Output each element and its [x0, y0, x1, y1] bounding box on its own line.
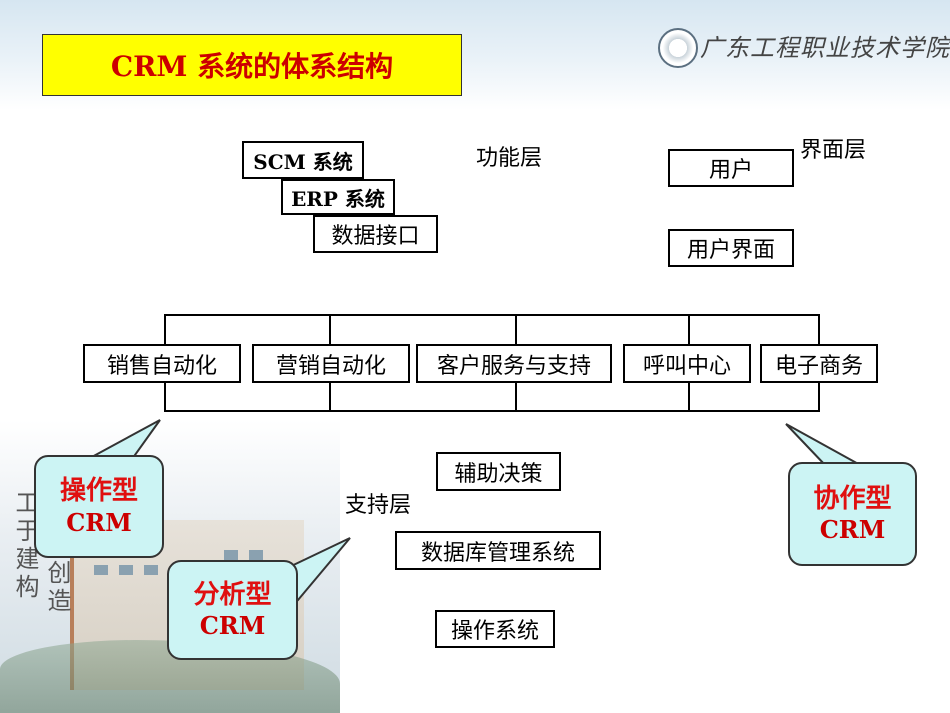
data-interface-box: 数据接口 — [313, 215, 438, 253]
user-interface-box: 用户界面 — [668, 229, 794, 267]
collaborative-callout-tail — [785, 423, 863, 467]
erp-system-box: ERP 系统 — [281, 179, 395, 215]
analytical-type-label: 分析型 — [193, 579, 272, 610]
operational-type-label: 操作型 — [59, 476, 138, 507]
scm-system-box: SCM 系统 — [242, 141, 364, 179]
module-bus-top-line — [164, 314, 820, 316]
analytical-crm-label: CRM — [199, 611, 266, 641]
college-logo-icon — [658, 28, 698, 68]
user-box: 用户 — [668, 149, 794, 187]
module-customer-service: 客户服务与支持 — [416, 344, 612, 383]
module-bus-bottom-line — [164, 410, 820, 412]
operational-crm-callout: 操作型 CRM — [34, 455, 164, 558]
support-layer-label: 支持层 — [345, 493, 412, 518]
collaborative-crm-label: CRM — [819, 515, 886, 545]
function-layer-label: 功能层 — [476, 146, 543, 171]
decision-support-box: 辅助决策 — [436, 452, 561, 491]
dbms-box: 数据库管理系统 — [395, 531, 601, 570]
module-marketing-automation: 营销自动化 — [252, 344, 410, 383]
collaborative-type-label: 协作型 — [813, 483, 892, 514]
module-call-center: 呼叫中心 — [623, 344, 751, 383]
operating-system-box: 操作系统 — [435, 610, 555, 648]
module-e-commerce: 电子商务 — [760, 344, 878, 383]
collaborative-crm-callout: 协作型 CRM — [788, 462, 917, 566]
calligraphy-text-2: 创造 — [43, 560, 71, 616]
analytical-crm-callout: 分析型 CRM — [167, 560, 298, 660]
module-sales-automation: 销售自动化 — [83, 344, 241, 383]
interface-layer-label: 界面层 — [800, 138, 867, 163]
page-title: CRM 系统的体系结构 — [42, 34, 462, 96]
operational-crm-label: CRM — [66, 507, 132, 537]
college-name: 广东工程职业技术学院 — [700, 34, 950, 62]
